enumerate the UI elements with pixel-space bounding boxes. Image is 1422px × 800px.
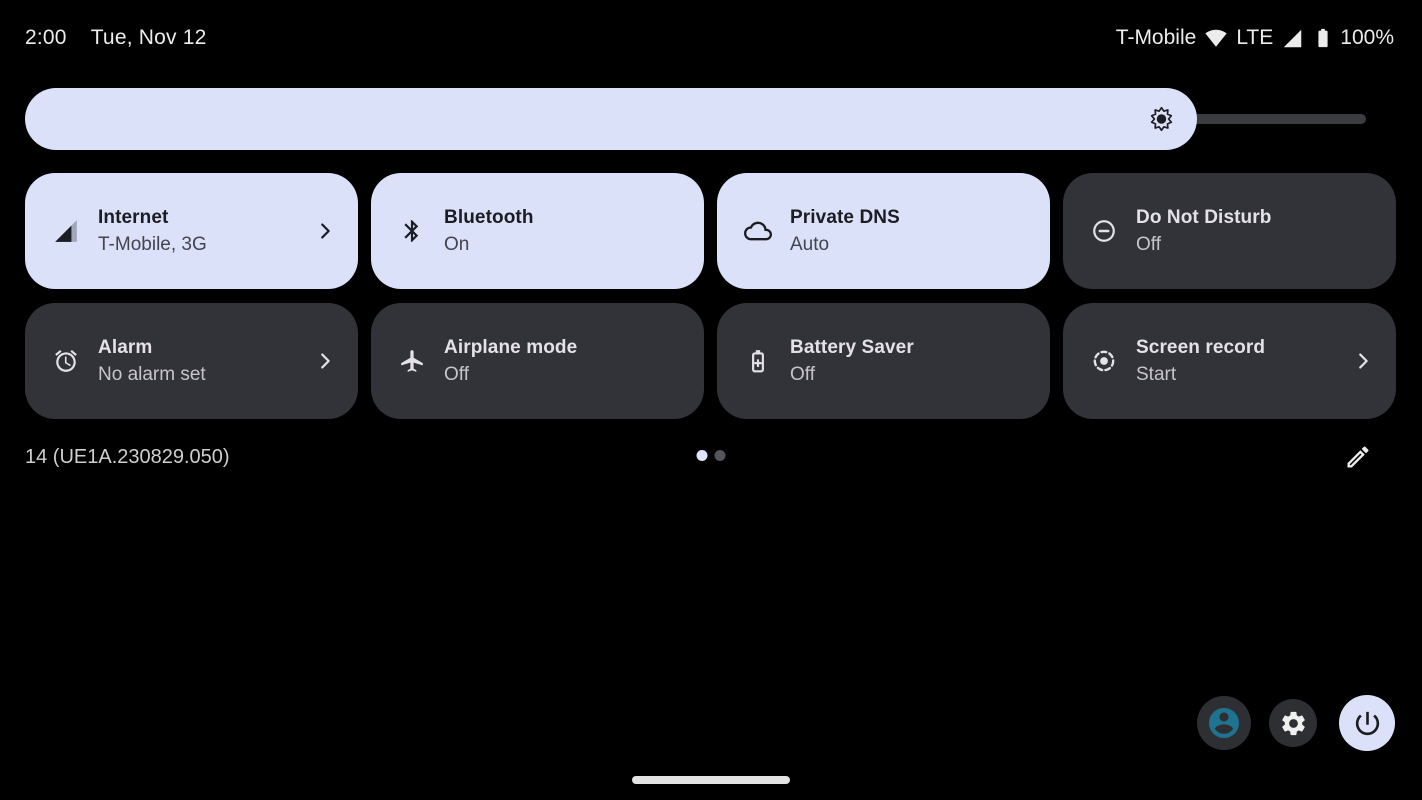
tile-text: Bluetooth On [444,204,534,258]
edit-tiles-button[interactable] [1342,441,1374,473]
clock: 2:00 [25,26,67,49]
qs-tile-private-dns[interactable]: Private DNS Auto [717,173,1050,289]
tile-text: Do Not Disturb Off [1136,204,1271,258]
brightness-slider-fill[interactable] [25,88,1198,150]
tile-subtitle: Off [790,364,815,385]
date: Tue, Nov 12 [90,26,207,49]
tile-title: Private DNS [790,207,900,228]
user-switcher-button[interactable] [1197,696,1251,750]
qs-tile-screen-record[interactable]: Screen record Start [1063,303,1396,419]
build-number-label: 14 (UE1A.230829.050) [25,446,230,468]
cellular-signal-icon [52,218,80,244]
page-dot-inactive [714,450,726,461]
page-indicator [696,450,726,461]
edit-pencil-icon [1344,443,1372,471]
carrier-label: T-Mobile [1115,26,1197,49]
page-dot-active [696,450,708,461]
tile-subtitle: T-Mobile, 3G [98,234,207,255]
tile-text: Alarm No alarm set [98,334,206,388]
qs-tile-battery-saver[interactable]: Battery Saver Off [717,303,1050,419]
qs-tile-internet[interactable]: Internet T-Mobile, 3G [25,173,358,289]
home-indicator-handle[interactable] [632,776,790,784]
do-not-disturb-icon [1090,218,1118,244]
quick-settings-grid: Internet T-Mobile, 3G Bluetooth On Priva… [25,173,1396,419]
tile-subtitle: No alarm set [98,364,206,385]
alarm-clock-icon [52,348,80,374]
qs-tile-bluetooth[interactable]: Bluetooth On [371,173,704,289]
tile-text: Airplane mode Off [444,334,577,388]
tile-subtitle: Off [1136,234,1161,255]
status-bar-right: T-Mobile LTE 100% [1116,26,1394,50]
brightness-slider[interactable] [25,88,1366,150]
settings-gear-icon [1279,709,1308,738]
network-type-label: LTE [1236,26,1274,49]
battery-icon [1312,27,1334,49]
chevron-right-icon [1352,350,1374,372]
tile-title: Battery Saver [790,337,914,358]
tile-title: Bluetooth [444,207,534,228]
cloud-icon [744,217,772,245]
tile-title: Airplane mode [444,337,578,358]
tile-text: Internet T-Mobile, 3G [98,204,207,258]
power-icon [1352,708,1383,739]
tile-title: Alarm [98,337,153,358]
tile-subtitle: On [444,234,470,255]
tile-title: Screen record [1136,337,1266,358]
bluetooth-icon [398,218,426,244]
status-bar-left: 2:00 Tue, Nov 12 [25,26,207,50]
wifi-icon [1205,27,1227,49]
airplane-icon [398,348,426,374]
qs-tile-airplane-mode[interactable]: Airplane mode Off [371,303,704,419]
screen-record-icon [1090,348,1118,374]
power-button[interactable] [1339,695,1395,751]
chevron-right-icon [314,220,336,242]
tile-title: Do Not Disturb [1136,207,1272,228]
tile-text: Screen record Start [1136,334,1265,388]
user-avatar-icon [1206,705,1242,741]
qs-tile-do-not-disturb[interactable]: Do Not Disturb Off [1063,173,1396,289]
tile-subtitle: Start [1136,364,1177,385]
settings-button[interactable] [1269,699,1317,747]
brightness-icon [1148,106,1175,133]
tile-title: Internet [98,207,169,228]
battery-saver-icon [744,348,772,374]
tile-text: Private DNS Auto [790,204,900,258]
status-bar: 2:00 Tue, Nov 12 T-Mobile LTE 100% [25,22,1394,54]
qs-tile-alarm[interactable]: Alarm No alarm set [25,303,358,419]
tile-subtitle: Auto [790,234,830,255]
chevron-right-icon [314,350,336,372]
tile-text: Battery Saver Off [790,334,914,388]
battery-percent-label: 100% [1340,26,1394,49]
tile-subtitle: Off [444,364,469,385]
cellular-signal-icon [1282,28,1303,49]
